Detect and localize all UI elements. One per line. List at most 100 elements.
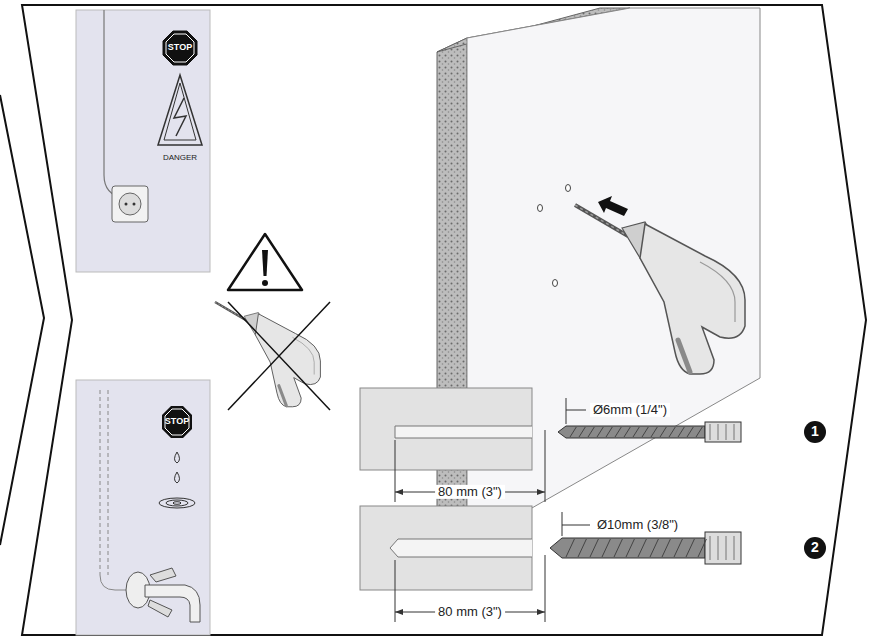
illustration-part xyxy=(537,609,545,615)
illustration-part xyxy=(696,427,702,437)
illustration-part xyxy=(642,427,648,437)
illustration-part xyxy=(710,536,711,560)
illustration-part xyxy=(228,234,302,290)
illustration-part xyxy=(395,426,532,438)
illustration-part xyxy=(437,38,467,560)
illustration-part xyxy=(175,472,180,483)
illustration-part xyxy=(360,506,532,590)
hole-section-2 xyxy=(360,506,545,622)
illustration-part xyxy=(395,560,396,622)
illustration-part xyxy=(550,538,705,558)
hole-section-1 xyxy=(360,388,545,502)
illustration-part xyxy=(538,205,543,212)
warning-triangle xyxy=(228,234,302,290)
illustration-part xyxy=(553,280,558,287)
illustration-part xyxy=(705,422,741,442)
illustration-part xyxy=(726,424,727,440)
illustration-part xyxy=(228,302,330,410)
illustration-part xyxy=(360,388,532,470)
stop-sign-text: STOP xyxy=(168,43,192,53)
dimension-label: 80 mm (3") xyxy=(435,605,505,619)
illustration-part xyxy=(100,575,130,590)
illustration-part xyxy=(395,489,403,495)
illustration-part xyxy=(710,424,711,440)
danger-text: DANGER xyxy=(163,154,197,163)
illustration-part xyxy=(669,427,675,437)
illustration-part xyxy=(112,186,148,222)
illustration-part xyxy=(566,185,571,192)
illustration-part xyxy=(633,427,639,437)
illustration-part xyxy=(537,489,545,495)
illustration-part xyxy=(602,539,610,557)
illustration-part xyxy=(108,390,109,575)
illustration-part xyxy=(678,427,684,437)
illustration-part xyxy=(159,498,195,508)
illustration-part xyxy=(615,427,621,437)
illustration-part xyxy=(566,539,574,557)
frame xyxy=(0,5,866,635)
illustration-part xyxy=(570,427,576,437)
diameter-label: Ø6mm (1/4") xyxy=(590,403,670,417)
illustration-part xyxy=(566,398,567,424)
dimension-label: 80 mm (3") xyxy=(435,485,505,499)
illustration-part xyxy=(726,536,727,560)
illustration-part xyxy=(164,83,196,140)
illustration-part xyxy=(119,193,141,215)
illustration-part xyxy=(262,280,268,286)
illustration-part xyxy=(100,390,101,575)
illustration-part xyxy=(173,502,181,505)
illustration-part xyxy=(698,539,706,557)
illustration-part xyxy=(228,302,330,410)
illustration-part xyxy=(718,536,719,560)
illustration-part xyxy=(705,532,741,564)
illustration-part xyxy=(598,196,628,216)
electrical-danger-panel xyxy=(76,10,210,272)
callout-number: 2 xyxy=(811,540,819,555)
illustration-part xyxy=(0,95,44,545)
illustration-part xyxy=(734,536,735,560)
illustration-part xyxy=(558,426,705,438)
illustration-part xyxy=(626,539,634,557)
illustration-part xyxy=(614,539,622,557)
illustration-part xyxy=(395,440,396,502)
callout-number: 1 xyxy=(811,424,819,439)
illustration-part xyxy=(579,427,585,437)
no-drill-symbol xyxy=(215,302,330,410)
illustration-part xyxy=(395,609,403,615)
illustration-part xyxy=(76,10,210,272)
stop-sign-text: STOP xyxy=(165,417,189,427)
illustration-part xyxy=(545,430,546,502)
illustration-part xyxy=(651,427,657,437)
illustration-part xyxy=(662,539,670,557)
illustration-part xyxy=(804,421,826,443)
illustration-part xyxy=(166,34,194,62)
illustration-part xyxy=(215,302,320,407)
callout-discs xyxy=(804,421,826,559)
illustration-part xyxy=(166,500,188,506)
illustration-part xyxy=(76,380,210,635)
illustration-part xyxy=(566,410,586,411)
illustration-part xyxy=(158,75,202,145)
illustration-part xyxy=(597,427,603,437)
drill-bit-1 xyxy=(558,398,741,442)
illustration-part xyxy=(175,452,180,463)
illustration-part xyxy=(262,250,268,276)
illustration-part xyxy=(575,205,745,374)
illustration-part xyxy=(686,539,694,557)
illustration-part xyxy=(22,5,866,635)
drill-bit-2 xyxy=(550,512,741,564)
illustration-part xyxy=(148,568,176,617)
illustration-part xyxy=(606,427,612,437)
illustration-part xyxy=(562,525,590,526)
water-pipe-panel xyxy=(76,380,210,635)
illustration-part xyxy=(588,427,594,437)
illustration-part xyxy=(174,98,186,136)
illustration-part xyxy=(624,427,630,437)
illustration-part xyxy=(125,203,128,206)
illustration-part xyxy=(578,539,586,557)
illustration-part xyxy=(718,424,719,440)
illustration-part xyxy=(133,203,136,206)
